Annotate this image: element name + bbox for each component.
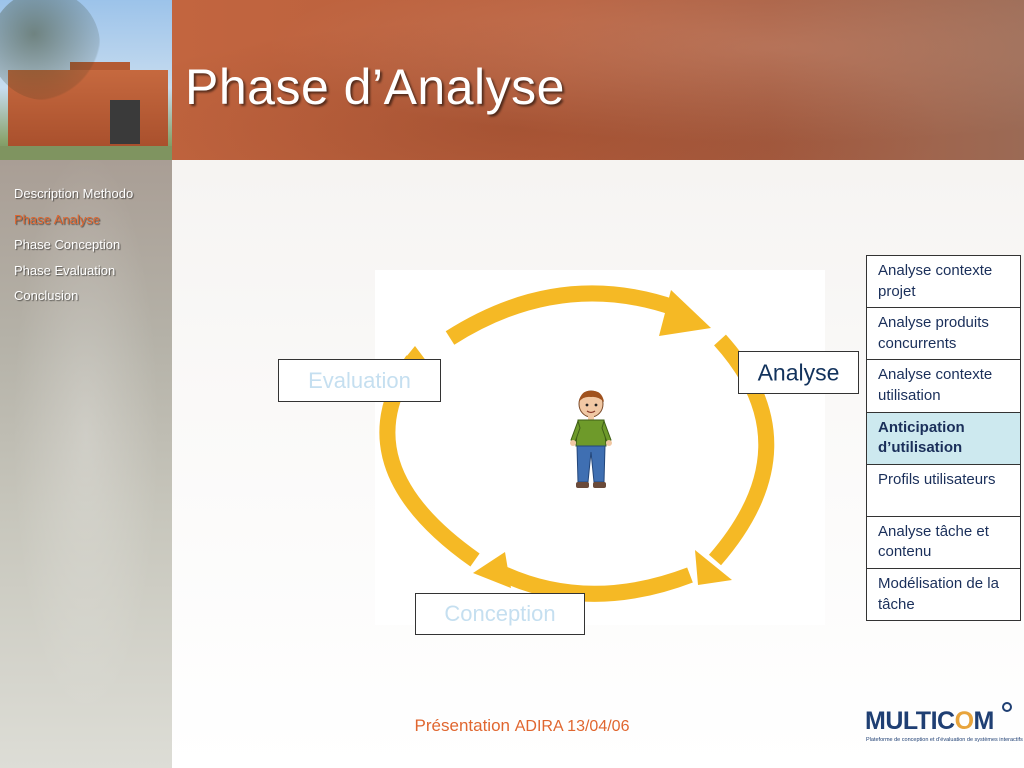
arrow-to-analyse bbox=[445, 285, 678, 345]
logo-tagline: Plateforme de conception et d’évaluation… bbox=[866, 737, 1023, 743]
conception-label: Conception bbox=[444, 601, 556, 626]
sidebar-item-description-methodo[interactable]: Description Methodo bbox=[14, 186, 134, 201]
activities-list: Analyse contexte projet Analyse produits… bbox=[866, 255, 1021, 622]
analyse-label-box: Analyse bbox=[738, 351, 859, 394]
title-band bbox=[172, 0, 1024, 160]
evaluation-label-box: Evaluation bbox=[278, 359, 441, 402]
activity-item: Analyse tâche et contenu bbox=[866, 516, 1021, 570]
tree bbox=[0, 0, 100, 100]
arrowhead-right bbox=[695, 550, 732, 585]
building-door bbox=[110, 100, 140, 144]
arrow-conception-bottom bbox=[491, 562, 693, 602]
conception-label-box: Conception bbox=[415, 593, 585, 635]
footer-presentation: Présentation bbox=[414, 716, 510, 735]
logo-ring-icon bbox=[1002, 702, 1012, 712]
multicom-logo: MULTICOM Plateforme de conception et d’é… bbox=[862, 697, 1023, 749]
activity-item: Analyse contexte utilisation bbox=[866, 360, 1021, 413]
sidebar bbox=[0, 160, 172, 768]
sidebar-item-phase-evaluation[interactable]: Phase Evaluation bbox=[14, 262, 116, 278]
arrowhead-top bbox=[659, 290, 711, 336]
logo-wordmark: MULTICOM bbox=[865, 707, 994, 735]
activity-item: Profils utilisateurs bbox=[866, 464, 1021, 517]
activity-item: Analyse produits concurrents bbox=[866, 308, 1021, 361]
header-photo bbox=[0, 0, 172, 160]
slide-title: Phase d’Analyse bbox=[185, 59, 565, 115]
sidebar-nav: Description Methodo Phase Analyse Phase … bbox=[14, 181, 133, 309]
sidebar-item-phase-analyse[interactable]: Phase Analyse bbox=[14, 211, 101, 227]
person-figure bbox=[570, 390, 612, 488]
sidebar-item-conclusion[interactable]: Conclusion bbox=[14, 288, 79, 303]
analyse-label: Analyse bbox=[757, 359, 840, 385]
footer: Présentation ADIRA 13/04/06 bbox=[0, 716, 1024, 736]
activity-item-highlighted: Anticipation d’utilisation bbox=[866, 412, 1021, 465]
sidebar-item-phase-conception[interactable]: Phase Conception bbox=[14, 237, 121, 252]
footer-event: ADIRA 13/04/06 bbox=[514, 718, 630, 735]
activity-item: Analyse contexte projet bbox=[866, 256, 1021, 309]
arrowhead-bottom bbox=[473, 552, 511, 588]
evaluation-label: Evaluation bbox=[308, 367, 411, 393]
ground bbox=[0, 146, 172, 160]
activity-item: Modélisation de la tâche bbox=[866, 569, 1021, 622]
